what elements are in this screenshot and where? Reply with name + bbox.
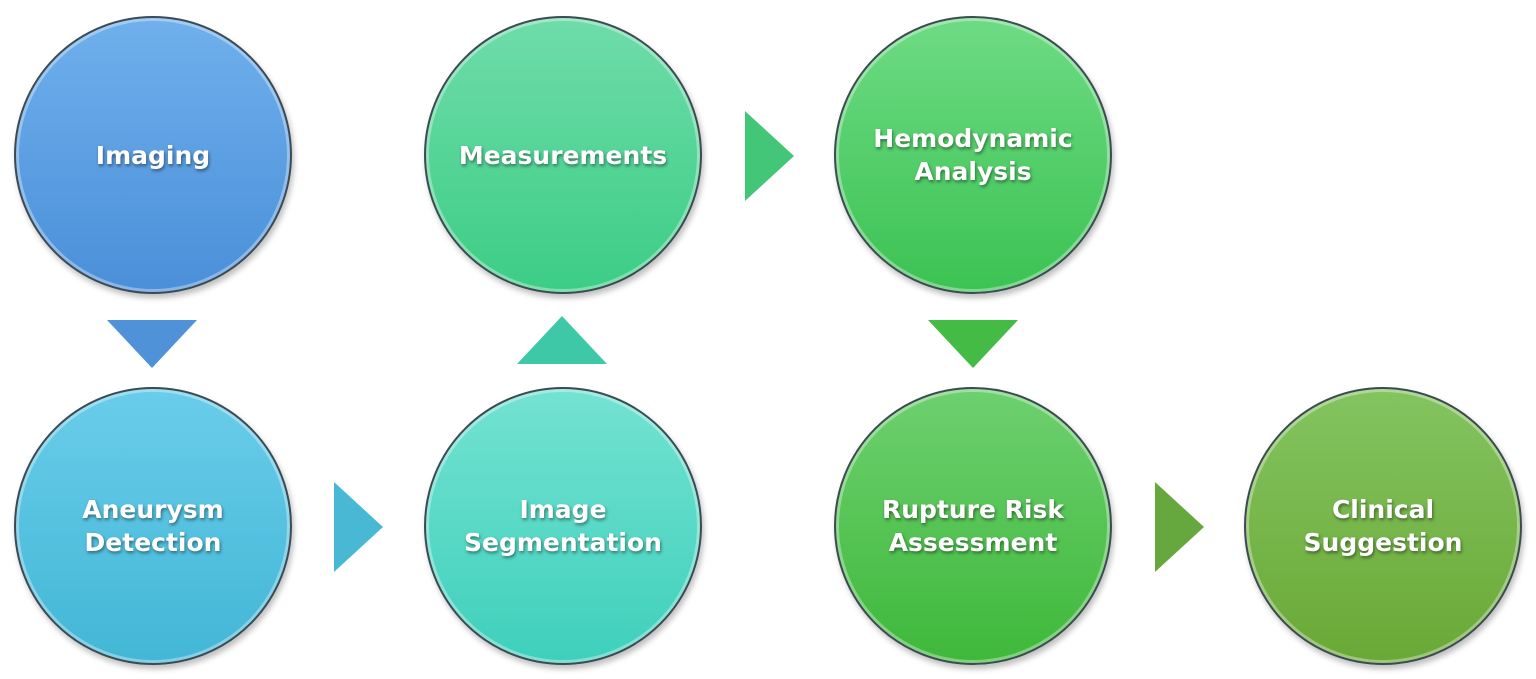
node-measurements: Measurements bbox=[424, 16, 702, 294]
arrow-right-icon bbox=[745, 111, 794, 201]
node-label: Hemodynamic Analysis bbox=[873, 124, 1073, 186]
arrow-right-icon bbox=[334, 482, 383, 572]
arrow-down-icon bbox=[107, 320, 197, 368]
arrow-right-icon bbox=[1155, 482, 1204, 572]
node-label: Rupture Risk Assessment bbox=[881, 495, 1064, 557]
node-label: Measurements bbox=[458, 140, 668, 170]
node-rupture-risk-assessment: Rupture Risk Assessment bbox=[834, 387, 1112, 665]
node-hemodynamic-analysis: Hemodynamic Analysis bbox=[834, 16, 1112, 294]
node-label: Imaging bbox=[95, 140, 211, 170]
arrow-down-icon bbox=[928, 320, 1018, 368]
node-label: Aneurysm Detection bbox=[82, 495, 224, 557]
node-image-segmentation: Image Segmentation bbox=[424, 387, 702, 665]
arrow-up-icon bbox=[517, 316, 607, 364]
node-aneurysm-detection: Aneurysm Detection bbox=[14, 387, 292, 665]
node-clinical-suggestion: Clinical Suggestion bbox=[1244, 387, 1522, 665]
node-label: Clinical Suggestion bbox=[1303, 495, 1463, 557]
node-imaging: Imaging bbox=[14, 16, 292, 294]
node-label: Image Segmentation bbox=[464, 495, 662, 557]
